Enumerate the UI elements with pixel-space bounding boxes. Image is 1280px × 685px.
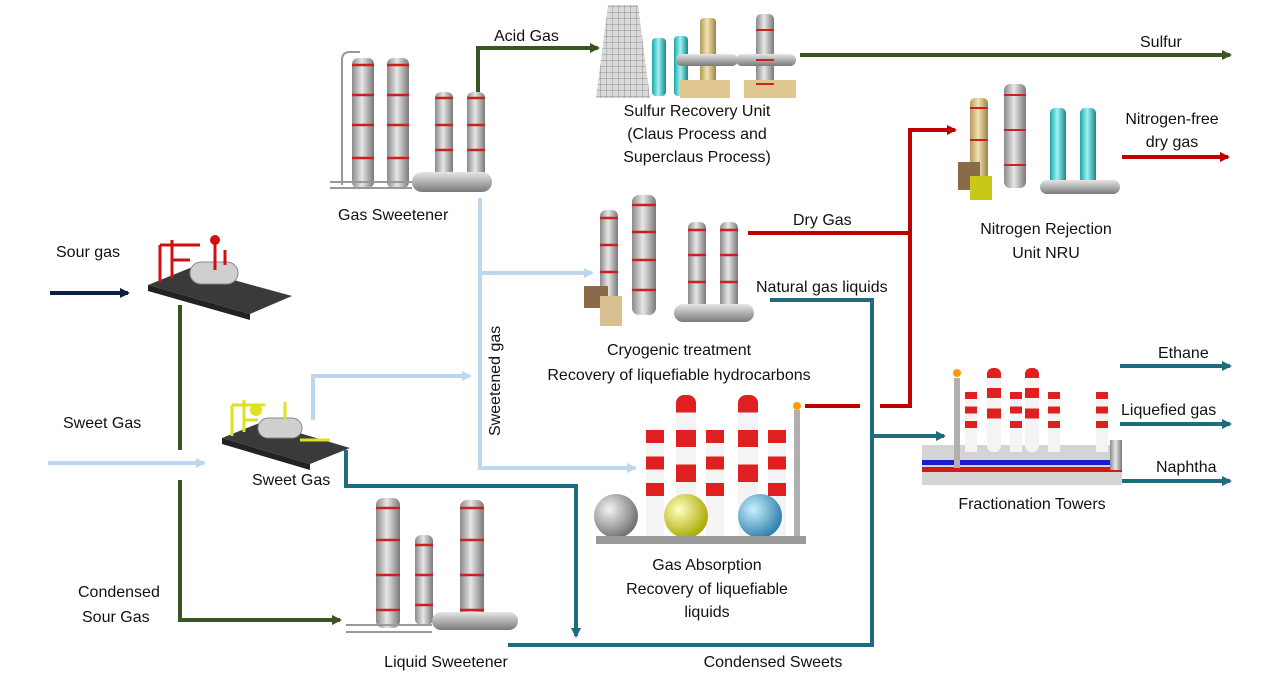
sulfur-label: Sulfur xyxy=(1140,34,1182,51)
sweet-unit-up-line xyxy=(311,371,472,420)
acid-gas-label: Acid Gas xyxy=(494,28,559,45)
sru-label-3: Superclaus Process) xyxy=(623,149,771,166)
sweet-unit-teal-line xyxy=(344,450,581,638)
nru-label-2: Unit NRU xyxy=(1012,245,1080,262)
dry-gas-riser xyxy=(880,125,957,408)
sulfur-recovery-unit-icon xyxy=(596,5,796,98)
cryogenic-unit-icon xyxy=(584,195,754,326)
condensed-sour-label-2: Sour Gas xyxy=(82,609,150,626)
ngl-label: Natural gas liquids xyxy=(756,279,888,296)
cryogenic-label-2: Recovery of liquefiable hydrocarbons xyxy=(547,367,810,384)
ngl-line xyxy=(508,298,874,647)
sru-label-2: (Claus Process and xyxy=(627,126,767,143)
gas-sweetener-label: Gas Sweetener xyxy=(338,207,449,224)
nru-label-1: Nitrogen Rejection xyxy=(980,221,1112,238)
sweetened-gas-label: Sweetened gas xyxy=(487,326,504,436)
absorption-label-2: Recovery of liquefiable xyxy=(626,581,788,598)
sweet-gas-unit-label: Sweet Gas xyxy=(252,472,330,489)
nitrogen-free-label-2: dry gas xyxy=(1146,134,1198,151)
dry-gas-label: Dry Gas xyxy=(793,212,852,229)
sour-gas-unit-icon xyxy=(148,235,292,320)
nitrogen-free-label-1: Nitrogen-free xyxy=(1125,111,1218,128)
absorption-label-1: Gas Absorption xyxy=(652,557,761,574)
fractionation-label: Fractionation Towers xyxy=(958,496,1105,513)
flow-lines xyxy=(48,43,1232,647)
ethane-label: Ethane xyxy=(1158,345,1209,362)
condensed-sweets-label: Condensed Sweets xyxy=(704,654,843,671)
nitrogen-rejection-unit-icon xyxy=(958,84,1120,200)
sweet-gas-input-label: Sweet Gas xyxy=(63,415,141,432)
cryogenic-label-1: Cryogenic treatment xyxy=(607,342,752,359)
liquid-sweetener-icon xyxy=(346,498,518,633)
sru-label-1: Sulfur Recovery Unit xyxy=(624,103,771,120)
sweet-gas-unit-icon xyxy=(222,400,350,470)
fractionation-towers-icon xyxy=(922,368,1122,485)
gas-sweetener-icon xyxy=(330,51,492,192)
sweetened-gas-trunk xyxy=(478,198,637,473)
condensed-sour-label-1: Condensed xyxy=(78,584,160,601)
liquefied-gas-label: Liquefied gas xyxy=(1121,402,1216,419)
labels: Sour gas Sweet Gas Sweet Gas Condensed S… xyxy=(56,28,1219,671)
absorption-label-3: liquids xyxy=(684,604,729,621)
sour-gas-label: Sour gas xyxy=(56,244,120,261)
naphtha-label: Naphtha xyxy=(1156,459,1217,476)
gas-absorption-unit-icon xyxy=(594,395,806,544)
acid-gas-line xyxy=(476,43,600,95)
liquid-sweetener-label: Liquid Sweetener xyxy=(384,654,508,671)
condensed-sour-line xyxy=(178,480,342,625)
